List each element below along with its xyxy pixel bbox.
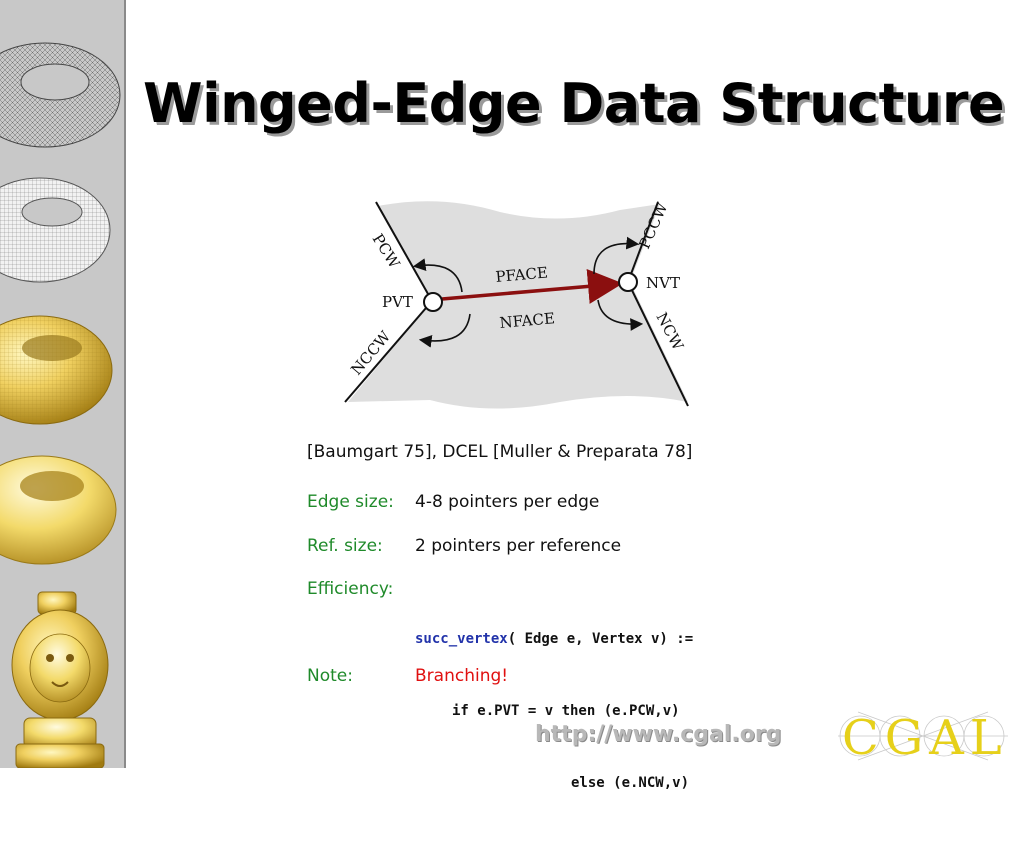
pface-label: PFACE: [495, 263, 549, 286]
cgal-logo: CGAL: [838, 710, 1008, 762]
nvt-vertex: [618, 272, 638, 292]
code-line-2: if e.PVT = v then (e.PCW,v): [452, 703, 680, 719]
ref-size-value: 2 pointers per reference: [415, 536, 622, 556]
function-signature: ( Edge e, Vertex v) :=: [507, 631, 694, 647]
code-line-3: else (e.NCW,v): [571, 775, 690, 791]
efficiency-code: succ_vertex( Edge e, Vertex v) := if e.P…: [415, 579, 693, 843]
nvt-label: NVT: [646, 274, 680, 292]
gold-torus-icon: [0, 455, 117, 565]
main-edge-arrow: [441, 268, 623, 304]
logo-text: CGAL: [842, 710, 1008, 762]
nface-label: NFACE: [499, 309, 556, 332]
pccw-edge: [627, 201, 659, 283]
wireframe-torus-icon: [0, 42, 121, 148]
pvt-lower-arc: [418, 313, 471, 348]
code-line-1: succ_vertex( Edge e, Vertex v) :=: [415, 627, 693, 651]
pcw-edge: [375, 201, 433, 302]
pvt-upper-arc: [412, 258, 463, 293]
function-name: succ_vertex: [415, 631, 508, 647]
nvt-lower-arc: [597, 299, 644, 331]
lion-statue-icon: [11, 591, 109, 768]
pvt-label: PVT: [382, 293, 413, 311]
face-region: [348, 201, 688, 409]
website-link[interactable]: http://www.cgal.org: [535, 722, 782, 747]
edge-size-label: Edge size:: [307, 492, 394, 512]
pvt-vertex: [423, 292, 443, 312]
sidebar-illustrations: [0, 42, 121, 768]
sidebar-decoration: [0, 0, 126, 768]
mesh-torus-icon: [0, 177, 111, 283]
reference-line: [Baumgart 75], DCEL [Muller & Preparata …: [307, 442, 693, 462]
nccw-edge: [344, 300, 433, 403]
page-title: Winged-Edge Data Structure: [143, 72, 1005, 135]
ncw-edge: [627, 281, 689, 407]
nvt-upper-arc: [593, 236, 640, 275]
edge-size-value: 4-8 pointers per edge: [415, 492, 600, 512]
efficiency-label: Efficiency:: [307, 579, 394, 599]
ref-size-label: Ref. size:: [307, 536, 383, 556]
note-label: Note:: [307, 666, 353, 686]
note-value: Branching!: [415, 666, 509, 686]
winged-edge-diagram: PCW PVT NCCW PFACE NFACE PCCW NVT NCW: [344, 199, 689, 409]
gold-mesh-torus-icon: [0, 315, 113, 425]
